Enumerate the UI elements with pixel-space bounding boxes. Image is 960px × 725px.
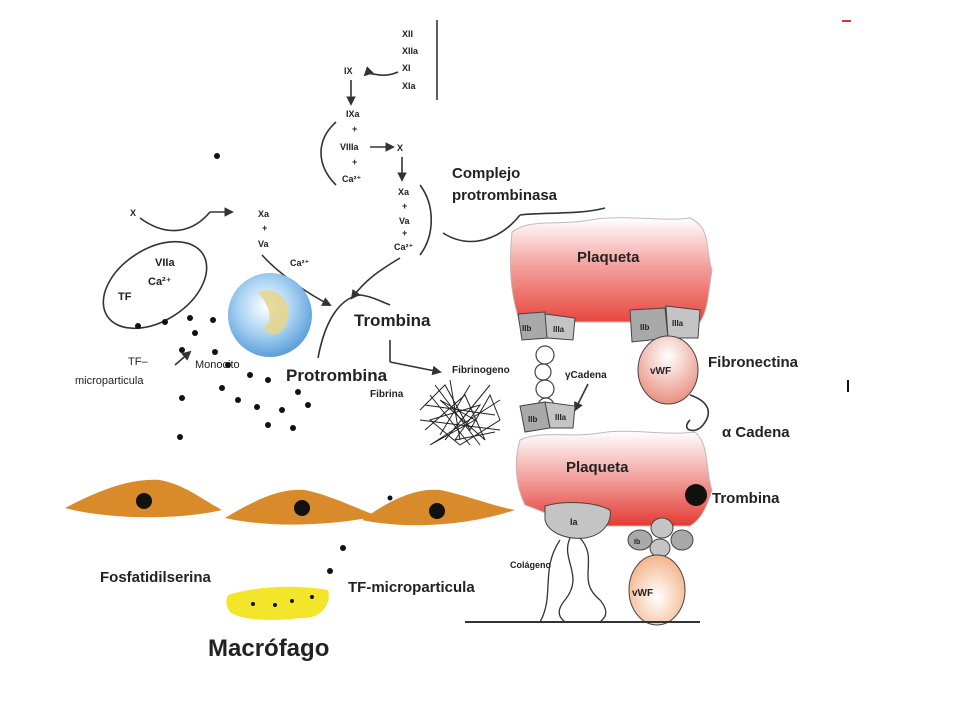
plus-sign-1: + — [352, 124, 357, 134]
calcium-1: Ca²⁺ — [342, 174, 362, 184]
arrow-gcadena — [574, 383, 589, 412]
factor-xii: XII — [402, 29, 413, 39]
dot-c — [327, 568, 333, 574]
microparticle-dots — [135, 153, 311, 440]
macrofago-label: Macrófago — [208, 635, 329, 662]
plus-sign-3: + — [402, 201, 407, 211]
factor-va-top: Va — [399, 216, 411, 226]
trombina-right-label: Trombina — [712, 490, 780, 507]
factor-viiia: VIIIa — [340, 142, 360, 152]
receptor-iiia-3: IIIa — [555, 413, 567, 422]
complejo-label-1: Complejo — [452, 165, 520, 182]
vwf-top-label: vWF — [650, 366, 671, 377]
factor-xiia: XIIa — [402, 46, 419, 56]
complejo-label-2: protrombinasa — [452, 187, 558, 204]
tf-viia-complex — [102, 240, 208, 330]
tf-micro-label-1: TF– — [128, 356, 148, 368]
fibrin-mesh — [419, 379, 501, 446]
monocito-label: Monocito — [195, 359, 240, 371]
factor-xa-left: Xa — [258, 209, 270, 219]
calcium-inner: Ca²⁺ — [148, 276, 172, 288]
arrow-left-x — [139, 211, 211, 232]
tf-micro-label-2: microparticula — [75, 375, 144, 387]
factor-viia: VIIa — [155, 257, 175, 269]
calcium-left: Ca²⁺ — [290, 258, 310, 268]
receptor-ib-label: Ib — [634, 539, 640, 546]
receptor-iiia-2: IIIa — [672, 319, 684, 328]
receptor-iib-1: IIb — [522, 324, 531, 333]
collagen-fibers — [539, 537, 607, 623]
vwf-top — [637, 335, 699, 405]
platelet-top — [509, 217, 713, 323]
trombina-bound — [685, 484, 707, 506]
receptor-iib-2: IIb — [640, 323, 649, 332]
complejo-curve-2 — [519, 207, 606, 216]
plus-sign-4: + — [402, 228, 407, 238]
receptor-group-top-left: IIb IIIa — [517, 311, 576, 341]
complejo-curve — [442, 214, 521, 243]
bracket-ixa — [320, 121, 337, 186]
factor-ixa: IXa — [346, 109, 361, 119]
arrow-to-trombina — [350, 257, 401, 300]
fibrina-label: Fibrina — [370, 389, 404, 400]
receptor-iiia-1: IIIa — [553, 325, 565, 334]
receptor-ia-label: Ia — [570, 517, 579, 527]
corner-mark — [842, 20, 851, 22]
factor-va-left: Va — [258, 239, 270, 249]
protrombina-label: Protrombina — [286, 366, 388, 385]
dot-a — [387, 495, 393, 501]
protrombina-curve — [317, 294, 391, 359]
arrow-fibrinogeno — [389, 361, 442, 376]
gcadena-label: γCadena — [565, 370, 607, 381]
fibronectina-label: Fibronectina — [708, 354, 799, 371]
tissue-factor: TF — [118, 291, 132, 303]
vwf-bottom — [628, 554, 686, 626]
fibrinogeno-label: Fibrinogeno — [452, 365, 510, 376]
macrophage — [226, 586, 329, 620]
fibronectina-loop — [685, 394, 709, 432]
plus-sign-left: + — [262, 223, 267, 233]
endothelial-cells — [65, 479, 515, 526]
bracket-xa — [419, 184, 432, 256]
tf-micro-bottom-label: TF-microparticula — [348, 579, 475, 596]
factor-xia: XIa — [402, 81, 417, 91]
arrow-xia-ix — [363, 66, 399, 77]
fosfatidilserina-label: Fosfatidilserina — [100, 569, 212, 586]
dot-b — [340, 545, 346, 551]
receptor-group-middle: IIb IIIa — [519, 401, 576, 433]
plaqueta-top-label: Plaqueta — [577, 249, 640, 266]
factor-x-left: X — [130, 208, 136, 218]
plus-sign-2: + — [352, 157, 357, 167]
calcium-2: Ca²⁺ — [394, 242, 414, 252]
factor-x-top: X — [397, 143, 403, 153]
monocyte-nucleus — [258, 290, 289, 335]
receptor-iib-3: IIb — [528, 415, 537, 424]
receptor-group-ib: Ib — [627, 517, 694, 558]
factor-xa-top: Xa — [398, 187, 410, 197]
factor-xi: XI — [402, 63, 411, 73]
receptor-ia — [544, 502, 611, 539]
arrow-monocito — [174, 350, 192, 366]
plaqueta-bottom-label: Plaqueta — [566, 459, 629, 476]
vwf-bottom-label: vWF — [632, 588, 653, 599]
factor-ix: IX — [344, 66, 353, 76]
macrophage-dots — [251, 595, 314, 607]
acadena-label: α Cadena — [722, 424, 790, 441]
colageno-label: Colágeno — [510, 560, 552, 570]
trombina-label: Trombina — [354, 311, 431, 330]
receptor-group-top-right: IIb IIIa — [629, 305, 701, 343]
